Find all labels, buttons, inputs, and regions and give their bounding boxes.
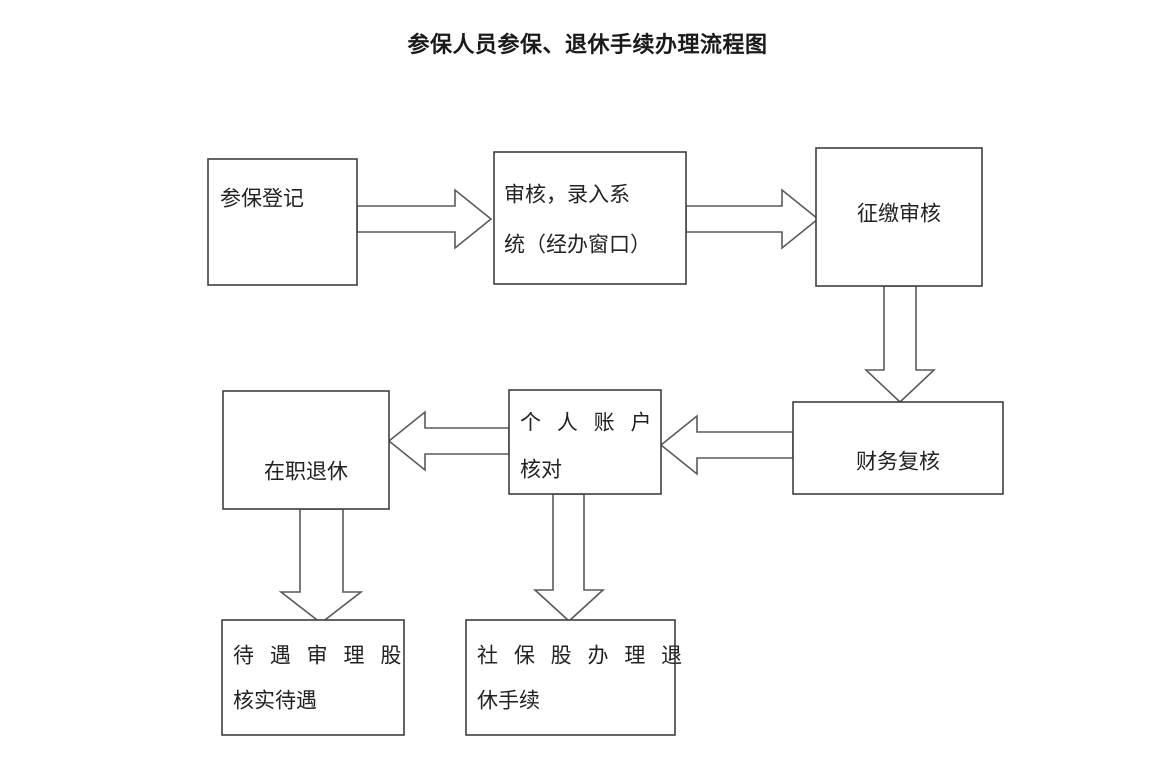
node-daiyu-shenligu-line-1: 待 遇 审 理 股 bbox=[233, 645, 406, 668]
node-zaizhi-tuixiu[interactable]: 在职退休 bbox=[222, 390, 390, 510]
node-zaizhi-tuixiu-label: 在职退休 bbox=[264, 461, 348, 484]
node-geren-zhanghu-hedui[interactable]: 个 人 账 户 核对 bbox=[508, 389, 662, 495]
node-caiwu-fuhe[interactable]: 财务复核 bbox=[792, 401, 1004, 495]
arrow-edge-6 bbox=[278, 508, 364, 625]
node-daiyu-shenligu[interactable]: 待 遇 审 理 股 核实待遇 bbox=[221, 619, 406, 736]
node-daiyu-shenligu-line-2: 核实待遇 bbox=[233, 690, 317, 713]
node-geren-zhanghu-line-1: 个 人 账 户 bbox=[520, 412, 657, 435]
node-zhengjiao-shenhe[interactable]: 征缴审核 bbox=[815, 147, 983, 287]
arrow-edge-1 bbox=[356, 188, 493, 250]
arrow-edge-7 bbox=[532, 493, 606, 623]
node-zhengjiao-shenhe-label: 征缴审核 bbox=[857, 203, 941, 226]
arrow-edge-2 bbox=[685, 188, 820, 250]
node-geren-zhanghu-line-2: 核对 bbox=[520, 459, 562, 482]
node-canbaodengji[interactable]: 参保登记 bbox=[207, 158, 358, 286]
arrow-edge-4 bbox=[659, 414, 794, 476]
arrow-edge-5 bbox=[387, 410, 510, 472]
node-shenhe-line-1: 审核，录入系 bbox=[504, 184, 630, 207]
node-shenhe-line-2: 统（经办窗口） bbox=[504, 234, 651, 257]
node-caiwu-fuhe-label: 财务复核 bbox=[856, 451, 940, 474]
node-shenhe-luru-xitong[interactable]: 审核，录入系 统（经办窗口） bbox=[493, 151, 687, 285]
arrow-edge-3 bbox=[863, 285, 937, 404]
node-shebaogu-line-2: 休手续 bbox=[477, 690, 540, 713]
node-shebaogu-line-1: 社 保 股 办 理 退 bbox=[477, 645, 687, 668]
page-title: 参保人员参保、退休手续办理流程图 bbox=[407, 32, 768, 57]
node-canbaodengji-line-1: 参保登记 bbox=[220, 188, 304, 211]
node-shebaogu-tuixiu[interactable]: 社 保 股 办 理 退 休手续 bbox=[465, 619, 687, 736]
